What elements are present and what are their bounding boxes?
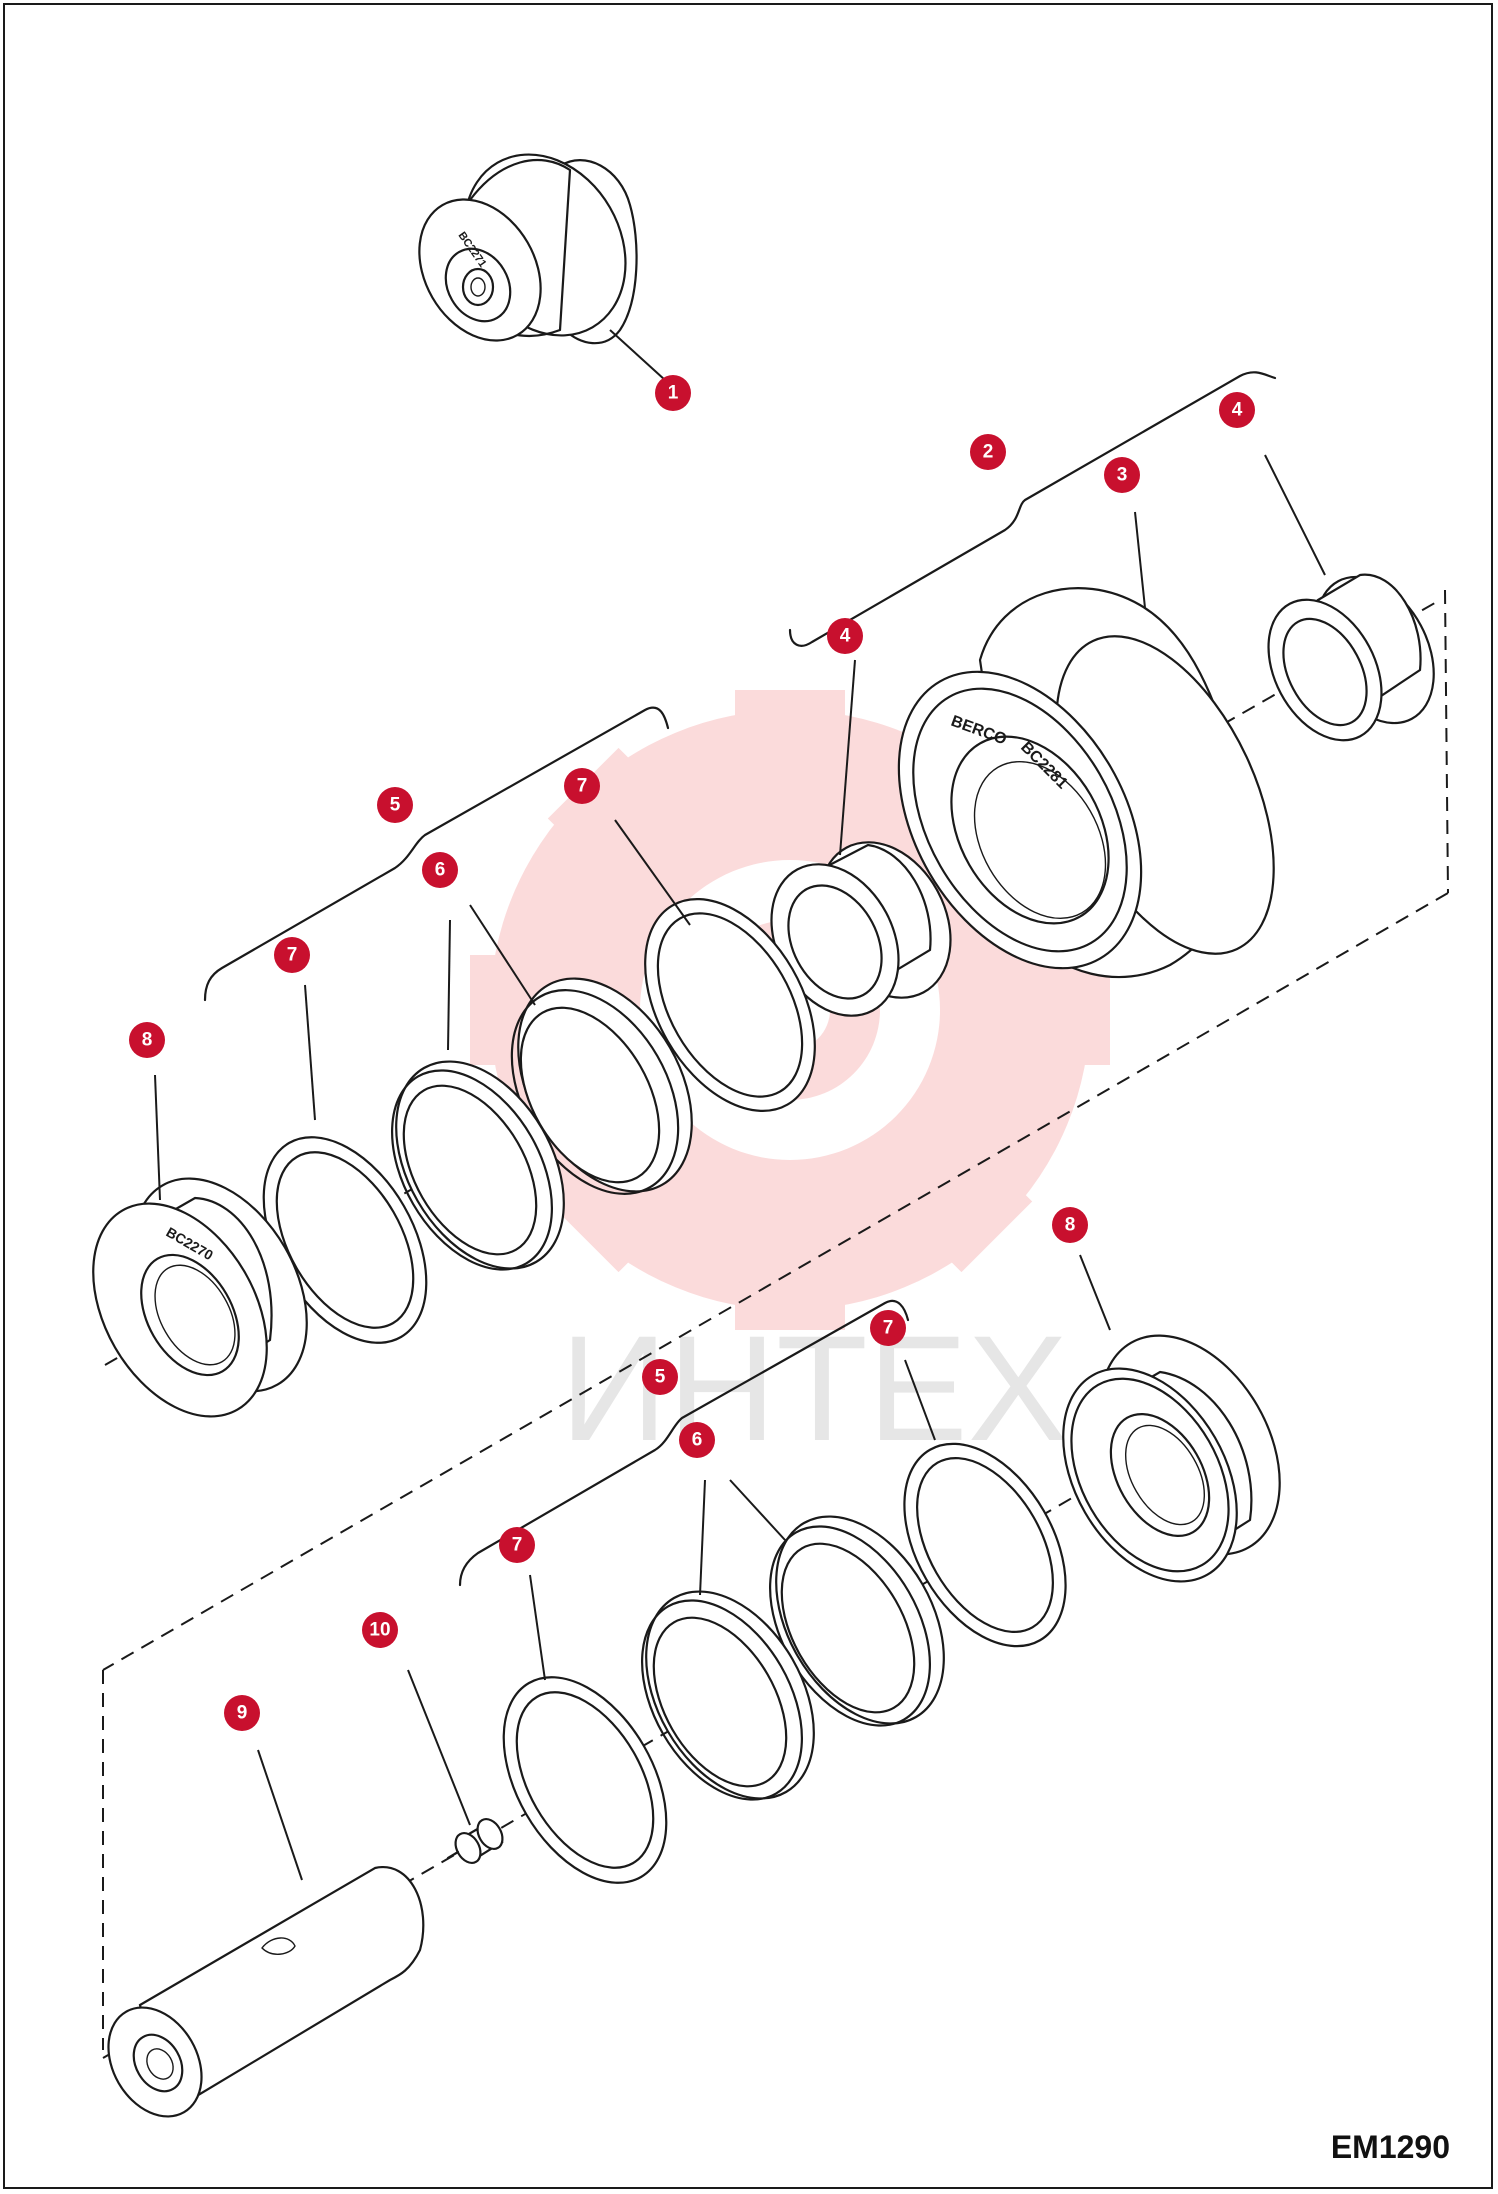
svg-text:4: 4 <box>1232 400 1243 421</box>
svg-text:7: 7 <box>512 1535 523 1556</box>
svg-text:3: 3 <box>1117 465 1128 486</box>
lower-seal-group <box>502 1359 1067 1884</box>
part-4-bushing-right <box>1264 454 1435 742</box>
part-1-roller-assembly: BC2271 <box>418 153 666 381</box>
svg-text:9: 9 <box>237 1703 248 1724</box>
part-10-plug <box>407 1669 504 1865</box>
svg-text:1: 1 <box>668 383 679 404</box>
callout-badge-7-upper-right: 7 <box>564 768 600 804</box>
callout-badge-7-lower-right: 7 <box>870 1310 906 1346</box>
callout-badge-8-lower: 8 <box>1052 1207 1088 1243</box>
drawing-code: EM1290 <box>1330 2129 1450 2165</box>
callout-badge-5-upper: 5 <box>377 787 413 823</box>
callout-badge-4-left: 4 <box>827 618 863 654</box>
svg-text:7: 7 <box>883 1318 894 1339</box>
callout-badge-6-lower: 6 <box>679 1422 715 1458</box>
callout-badge-7-upper-left: 7 <box>274 937 310 973</box>
callout-badge-9: 9 <box>224 1695 260 1731</box>
callout-badge-3: 3 <box>1104 457 1140 493</box>
drawing-frame <box>3 3 1493 2189</box>
callout-badge-2: 2 <box>970 434 1006 470</box>
part-3-roller-shell: BERCO BC2281 <box>897 511 1275 979</box>
svg-text:10: 10 <box>369 1620 390 1641</box>
svg-text:7: 7 <box>577 776 588 797</box>
callout-badge-8-upper: 8 <box>129 1022 165 1058</box>
svg-text:6: 6 <box>435 860 446 881</box>
callout-badge-1: 1 <box>655 375 691 411</box>
svg-text:8: 8 <box>142 1030 153 1051</box>
svg-text:6: 6 <box>692 1430 703 1451</box>
part-4-bushing-left <box>770 659 952 1017</box>
callout-badge-5-lower: 5 <box>642 1359 678 1395</box>
svg-text:5: 5 <box>655 1367 666 1388</box>
callout-badge-4-right: 4 <box>1219 392 1255 428</box>
assembly-braces <box>203 371 1277 1587</box>
part-8-collar-right <box>1062 1254 1281 1583</box>
watermark-text: ИНТЕХ <box>560 1304 1068 1472</box>
callout-badge-6-upper: 6 <box>422 852 458 888</box>
svg-text:7: 7 <box>287 945 298 966</box>
svg-text:2: 2 <box>983 442 994 463</box>
svg-text:4: 4 <box>840 626 851 647</box>
part-8-collar-left: BC2270 <box>92 1074 308 1418</box>
part-9-shaft <box>107 1749 425 2118</box>
svg-text:5: 5 <box>390 795 401 816</box>
callout-badge-7-lower-left: 7 <box>499 1527 535 1563</box>
upper-seal-group <box>262 819 816 1344</box>
callout-badge-10: 10 <box>362 1612 398 1648</box>
svg-text:8: 8 <box>1065 1215 1076 1236</box>
